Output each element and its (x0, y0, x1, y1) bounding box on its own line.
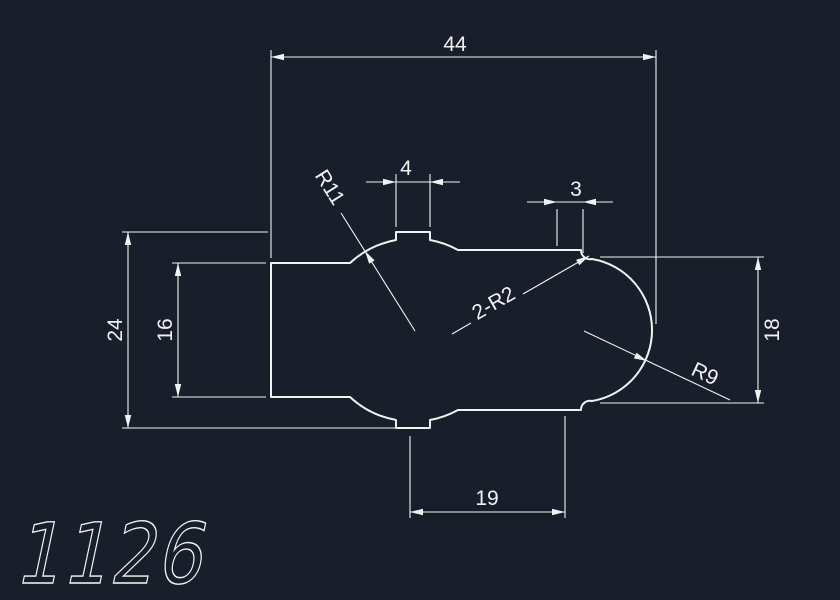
dimension-19: 19 (409, 416, 566, 518)
dim-text-4: 4 (400, 157, 412, 180)
dim-text-3: 3 (570, 178, 582, 201)
fillet-text-2r2: 2-R2 (468, 282, 519, 325)
dimension-4: 4 (366, 157, 460, 227)
arrow-r9 (633, 352, 647, 361)
arrow-3-right (583, 198, 596, 206)
fillet-note-2r2: 2-R2 (451, 255, 590, 335)
arrow-4-left (383, 178, 396, 186)
dim-text-19: 19 (475, 487, 498, 510)
arrow-2r2 (576, 256, 589, 266)
arrow-16-top (174, 263, 182, 276)
leader-line-r9 (583, 330, 731, 401)
dimension-44: 44 (270, 33, 657, 324)
arrow-19-left (410, 508, 423, 516)
dimension-3: 3 (527, 178, 613, 253)
arrow-18-top (754, 257, 762, 270)
dimension-16: 16 (154, 262, 266, 398)
arrow-3-left (544, 198, 557, 206)
radius-r9: R9 (583, 330, 731, 401)
radius-text-r9: R9 (688, 358, 722, 390)
part-outline (270, 231, 653, 429)
arrow-44-right (643, 53, 656, 61)
drawing-number: 1126 (10, 505, 219, 600)
radius-r11: R11 (310, 166, 416, 332)
arrow-44-left (271, 53, 284, 61)
arrow-r11 (365, 251, 375, 264)
leader-line-2r2-a (451, 322, 472, 335)
arrow-4-right (430, 178, 443, 186)
arrow-19-right (552, 508, 565, 516)
dim-text-18: 18 (761, 318, 784, 341)
dim-text-16: 16 (154, 318, 177, 341)
arrow-18-bottom (754, 390, 762, 403)
dim-text-44: 44 (443, 33, 467, 56)
radius-text-r11: R11 (310, 166, 349, 210)
arrow-24-top (124, 232, 132, 245)
dimension-18: 18 (600, 256, 784, 404)
dim-text-24: 24 (104, 318, 127, 342)
dimension-24: 24 (104, 231, 396, 429)
arrow-24-bottom (124, 415, 132, 428)
leader-line-r11 (340, 212, 416, 332)
arrow-16-bottom (174, 384, 182, 397)
